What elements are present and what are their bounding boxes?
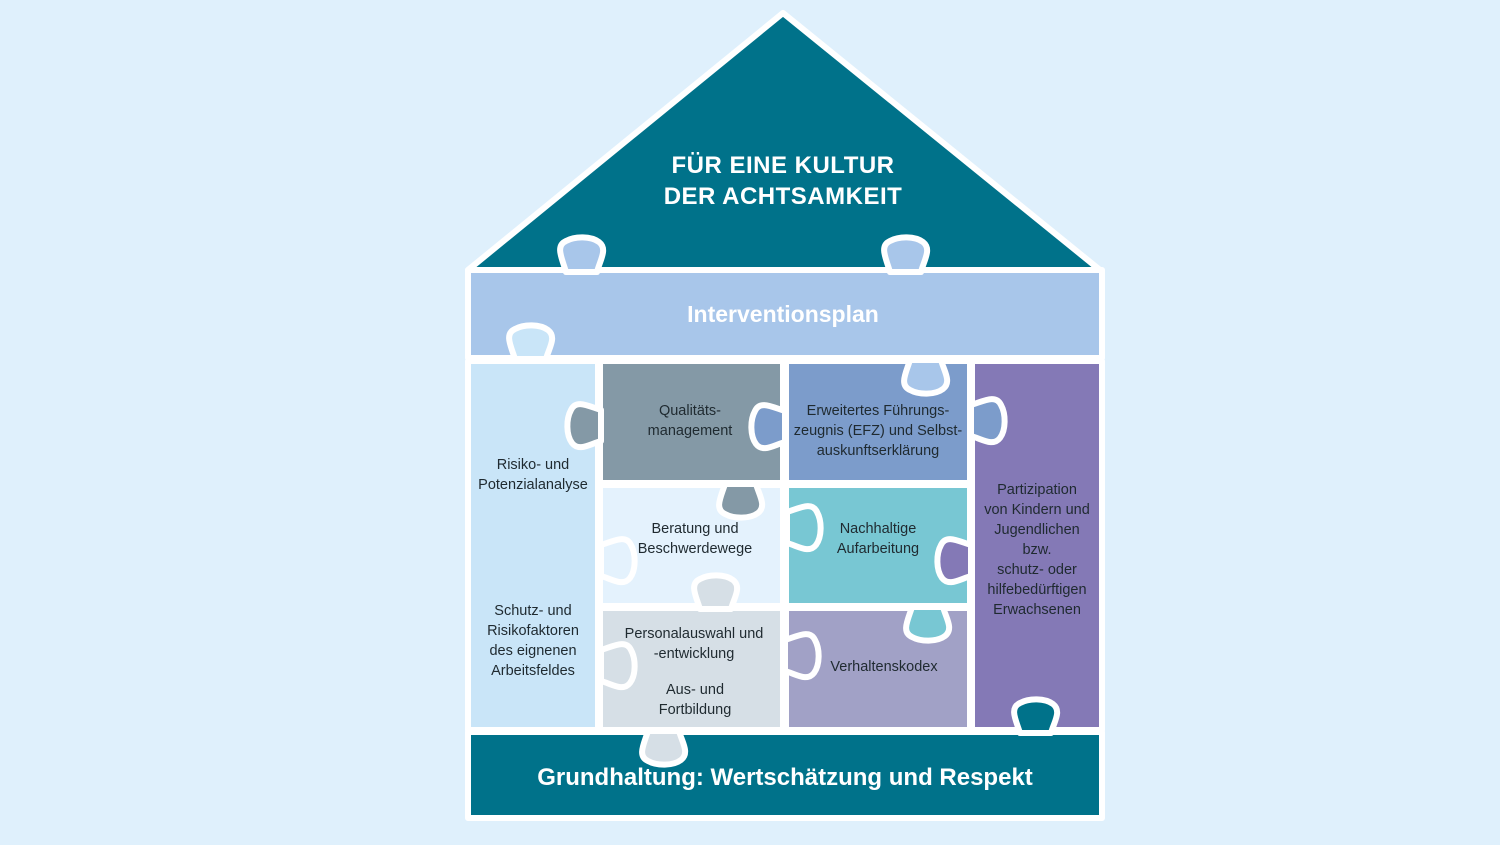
base-shape [465,729,1105,821]
partizipation-label: Partizipation von Kindern und Jugendlich… [984,482,1090,618]
knob-personal-into-base [639,728,689,768]
personal-label: Personalauswahl und -entwicklung [624,626,764,662]
knob-band-into-efz [901,357,951,397]
roof-title: FÜR EINE KULTUR DER ACHTSAMKEIT [663,152,903,210]
knob-personal-into-left [598,641,638,691]
grundhaltung-label: Grundhaltung: Wertschätzung und Respekt [537,764,1033,791]
roof-shape [465,10,1103,273]
knob-aufarbeitung-into-verhaltenskodex [903,604,953,644]
interventionsplan-label: Interventionsplan [687,301,879,327]
knob-personal-into-beratung [691,572,741,612]
efz-label: Erweitertes Führungs- zeugnis (EFZ) und … [793,403,963,459]
knob-qualitaet-into-beratung [716,481,766,521]
schutz-risiko-label: Schutz- und Risikofaktoren des eignenen … [487,603,579,679]
knob-partizipation-into-aufarbeitung [934,536,974,586]
fortbildung-label: Aus- und Fortbildung [658,682,732,718]
verhaltenskodex-label: Verhaltenskodex [830,659,938,675]
beratung-label: Beratung und Beschwerdewege [637,521,753,557]
knob-qualitaet-into-left [564,401,604,451]
knob-left-into-band [506,322,556,362]
band-interventionsplan [465,267,1105,361]
qualitaet-label: Qualitäts- management [647,403,733,439]
knob-beratung-into-left [598,536,638,586]
knob-efz-into-partizipation [968,396,1008,446]
risiko-analyse-label: Risiko- und Potenzialanalyse [478,457,588,493]
knob-aufarbeitung-into-beratung [784,503,824,553]
knob-base-into-partizipation [1011,696,1061,736]
knob-efz-into-qualitaet [748,402,788,452]
knob-band-up-right [881,234,931,275]
knob-band-up-left [557,234,607,275]
knob-verhaltenskodex-into-personal [782,631,822,681]
aufarbeitung-label: Nachhaltige Aufarbeitung [836,521,920,557]
